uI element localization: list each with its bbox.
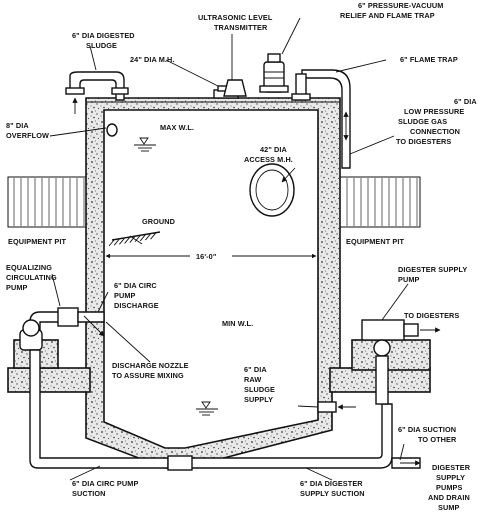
- label-ultrasonic: ULTRASONIC LEVEL: [198, 13, 273, 22]
- label-sump-5: SUMP: [438, 503, 460, 512]
- gas-connection-pipe: [291, 69, 351, 169]
- tank-shell: [85, 97, 341, 469]
- ground-hatch-line: [145, 233, 151, 241]
- label-pressure-vacuum: 6" PRESSURE-VACUUM: [358, 1, 443, 10]
- max-water-level: [134, 137, 156, 152]
- ground-hatch-line: [119, 238, 125, 245]
- label-gas-5: TO DIGESTERS: [396, 137, 451, 146]
- label-max-wl: MAX W.L.: [160, 123, 194, 132]
- right-pump-pedestal: [351, 339, 431, 371]
- label-raw-sludge-3: SLUDGE: [244, 385, 275, 394]
- label-flame-trap: 6" FLAME TRAP: [400, 55, 458, 64]
- label-gas-1: 6" DIA: [454, 97, 477, 106]
- label-circ-suction-1: 6" DIA CIRC PUMP: [72, 479, 138, 488]
- label-gas-3: SLUDGE GAS: [398, 117, 447, 126]
- pressure-vacuum-relief: [259, 53, 289, 93]
- circulating-pump-piping: [19, 307, 169, 469]
- label-min-wl: MIN W.L.: [222, 319, 253, 328]
- digested-sludge-pipe: [65, 71, 129, 114]
- label-supply-pump-1: DIGESTER SUPPLY: [398, 265, 467, 274]
- label-equalizing-1: EQUALIZING: [6, 263, 52, 272]
- label-raw-sludge-1: 6" DIA: [244, 365, 267, 374]
- label-access-mh-1: 42" DIA: [260, 145, 288, 154]
- digester-supply-pump: [361, 319, 441, 405]
- label-circ-discharge-3: DISCHARGE: [114, 301, 159, 310]
- label-sump-1: DIGESTER: [432, 463, 471, 472]
- overflow-nozzle: [106, 123, 118, 137]
- ground-hatch-line: [139, 234, 146, 242]
- label-circ-discharge-1: 6" DIA CIRC: [114, 281, 157, 290]
- equipment-pit-right: [333, 176, 421, 228]
- label-sump-4: AND DRAIN: [428, 493, 470, 502]
- digester-supply-suction-pipe: [167, 403, 421, 471]
- label-gas-2: LOW PRESSURE: [404, 107, 464, 116]
- label-overflow-1: 8" DIA: [6, 121, 29, 130]
- ground-hatch-line: [129, 236, 136, 243]
- label-ultrasonic-2: TRANSMITTER: [214, 23, 268, 32]
- label-equalizing-3: PUMP: [6, 283, 28, 292]
- ground-slab-left: [7, 367, 91, 393]
- min-water-level: [196, 401, 218, 416]
- label-dimension: 16'-0": [196, 252, 216, 261]
- callout-leaders: [49, 17, 409, 481]
- ground-hatch-line: [150, 232, 156, 240]
- label-digested-sludge-2: SLUDGE: [86, 41, 117, 50]
- label-equalizing-2: CIRCULATING: [6, 273, 57, 282]
- ground-symbol: [108, 231, 161, 247]
- label-circ-suction-2: SUCTION: [72, 489, 106, 498]
- label-access-mh-2: ACCESS M.H.: [244, 155, 293, 164]
- label-sump-2: SUPPLY: [436, 473, 465, 482]
- label-supply-suction-2: SUPPLY SUCTION: [300, 489, 365, 498]
- ground-hatch-line: [134, 235, 141, 243]
- label-pressure-vacuum-2: RELIEF AND FLAME TRAP: [340, 11, 435, 20]
- label-equipment-pit-right: EQUIPMENT PIT: [346, 237, 405, 246]
- equipment-pit-left: [7, 176, 93, 228]
- label-to-digesters: TO DIGESTERS: [404, 311, 459, 320]
- label-gas-4: CONNECTION: [410, 127, 460, 136]
- label-raw-sludge-2: RAW: [244, 375, 261, 384]
- label-manhole-24: 24" DIA M.H.: [130, 55, 175, 64]
- label-suction-other-2: TO OTHER: [418, 435, 457, 444]
- label-sump-3: PUMPS: [436, 483, 462, 492]
- label-overflow-2: OVERFLOW: [6, 131, 49, 140]
- ground-hatch-line: [124, 237, 130, 244]
- label-ground: GROUND: [142, 217, 175, 226]
- ground-hatch-line: [108, 239, 115, 247]
- ground-hatch-line: [113, 238, 120, 246]
- raw-sludge-supply-nozzle: [317, 401, 356, 413]
- label-discharge-nozzle-1: DISCHARGE NOZZLE: [112, 361, 189, 370]
- ultrasonic-transmitter: [223, 79, 247, 97]
- label-circ-discharge-2: PUMP: [114, 291, 136, 300]
- label-raw-sludge-4: SUPPLY: [244, 395, 273, 404]
- access-manhole: [249, 163, 295, 217]
- labels: 6" DIA DIGESTED SLUDGE ULTRASONIC LEVEL …: [6, 1, 477, 512]
- label-equipment-pit-left: EQUIPMENT PIT: [8, 237, 67, 246]
- label-discharge-nozzle-2: TO ASSURE MIXING: [112, 371, 184, 380]
- label-supply-suction-1: 6" DIA DIGESTER: [300, 479, 363, 488]
- label-supply-pump-2: PUMP: [398, 275, 420, 284]
- label-suction-other-1: 6" DIA SUCTION: [398, 425, 456, 434]
- label-digested-sludge: 6" DIA DIGESTED: [72, 31, 135, 40]
